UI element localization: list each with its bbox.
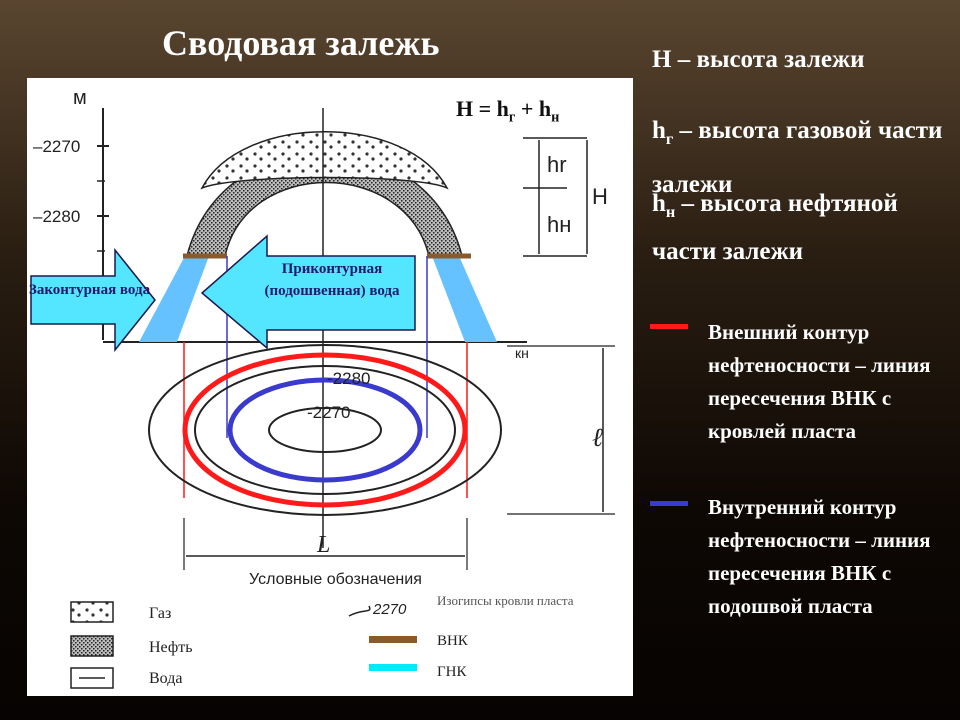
water-right-wedge [432,256,497,342]
inner-contour-legend-line [650,501,688,506]
legend-vnk-label: ВНК [437,633,469,649]
legend-isohypse-num: 2270 [372,601,407,618]
formula: H = hг + hн [456,96,560,126]
axis-tick-2270: –2270 [33,137,80,156]
anticline-diagram: м –2270 –2280 hr hн H кн [27,78,633,696]
water-left-wedge [139,256,209,342]
definition-H: H – высота залежи [652,46,865,73]
definition-inner-contour: Внутренний контур нефтеносности – линия … [708,495,931,618]
definition-hg: hг – высота газовой части залежи [652,117,943,198]
outer-isohypse [148,344,502,516]
definition-outer-contour: Внешний контур нефтеносности – линия пер… [708,320,931,443]
label-L: L [316,532,330,558]
edge-water-label: Приконтурная (подошвенная) вода [264,261,400,299]
outer-contour-legend-line [650,324,688,329]
gas-cap [200,131,449,190]
outer-oil-contour [182,352,468,508]
legend-vnk-swatch [369,636,417,643]
definition-hn: hн – высота нефтяной части залежи [652,190,898,265]
legend-heading: Условные обозначения [249,571,422,588]
label-kn: кн [515,345,529,361]
legend-gnk-swatch [369,664,417,671]
contour-label-2280: -2280 [327,369,370,388]
legend-water-label: Вода [149,670,182,687]
legend-oil-label: Нефть [149,639,193,656]
edge-water-arrow [200,234,416,350]
axis-tick-2280: –2280 [33,207,80,226]
legend-gnk-label: ГНК [437,664,468,680]
label-hr: hr [547,152,567,177]
outer-water-arrow [30,247,156,353]
contour-label-2270: -2270 [307,403,350,422]
legend-isohypse-label: Изогипсы кровли пласта [437,593,574,608]
label-l: ℓ [592,423,603,452]
legend-gas-label: Газ [149,605,171,622]
inner-oil-contour [227,377,423,483]
slide-title: Сводовая залежь [162,23,440,63]
axis-unit: м [73,87,87,109]
legend-oil-swatch [70,635,114,657]
legend-gas-swatch [70,601,114,623]
label-hn: hн [547,212,571,237]
diagram-svg: м –2270 –2280 hr hн H кн [30,87,615,689]
outer-water-label: Законтурная вода [28,282,151,298]
label-H: H [592,184,608,209]
